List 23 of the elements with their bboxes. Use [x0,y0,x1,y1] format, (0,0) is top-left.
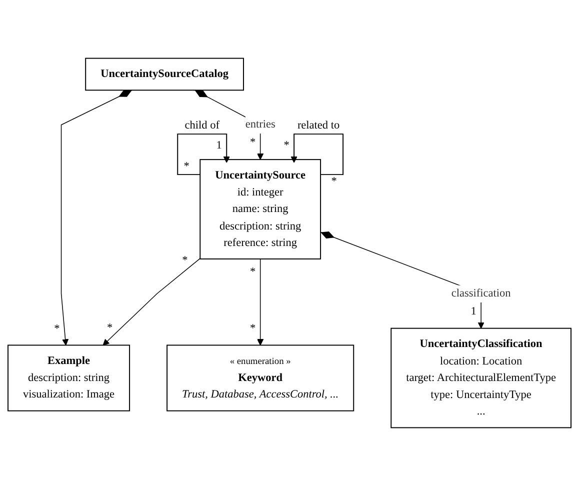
association-arrow [257,258,264,346]
multiplicity-label: * [250,266,256,278]
multiplicity-label: * [250,136,256,149]
multiplicity-label: * [284,140,290,152]
association-arrow [60,90,132,346]
edge-label: related to [297,119,340,132]
association-arrow [177,134,230,176]
association-arrow [290,134,344,176]
multiplicity-label: * [107,322,113,334]
class-box: UncertaintySource id: integer name: string description: string reference: string [200,159,322,260]
multiplicity-label: * [184,160,190,173]
association-arrow [102,258,200,346]
multiplicity-label: 1 [216,140,222,152]
multiplicity-label: * [54,323,60,335]
multiplicity-label: 1 [470,305,476,318]
class-box: UncertaintySourceCatalog [85,58,244,91]
class-box: Example description: string visualization: Image [8,344,130,412]
class-box: « enumeration » Keyword Trust, Database, AccessControl, ... [166,344,354,412]
multiplicity-label: * [250,322,256,334]
edge-label: child of [184,119,220,132]
multiplicity-label: * [331,176,337,188]
class-box: UncertaintyClassification location: Location target: ArchitecturalElementType type: UncertaintyType ... [390,328,572,428]
multiplicity-label: * [182,254,188,267]
